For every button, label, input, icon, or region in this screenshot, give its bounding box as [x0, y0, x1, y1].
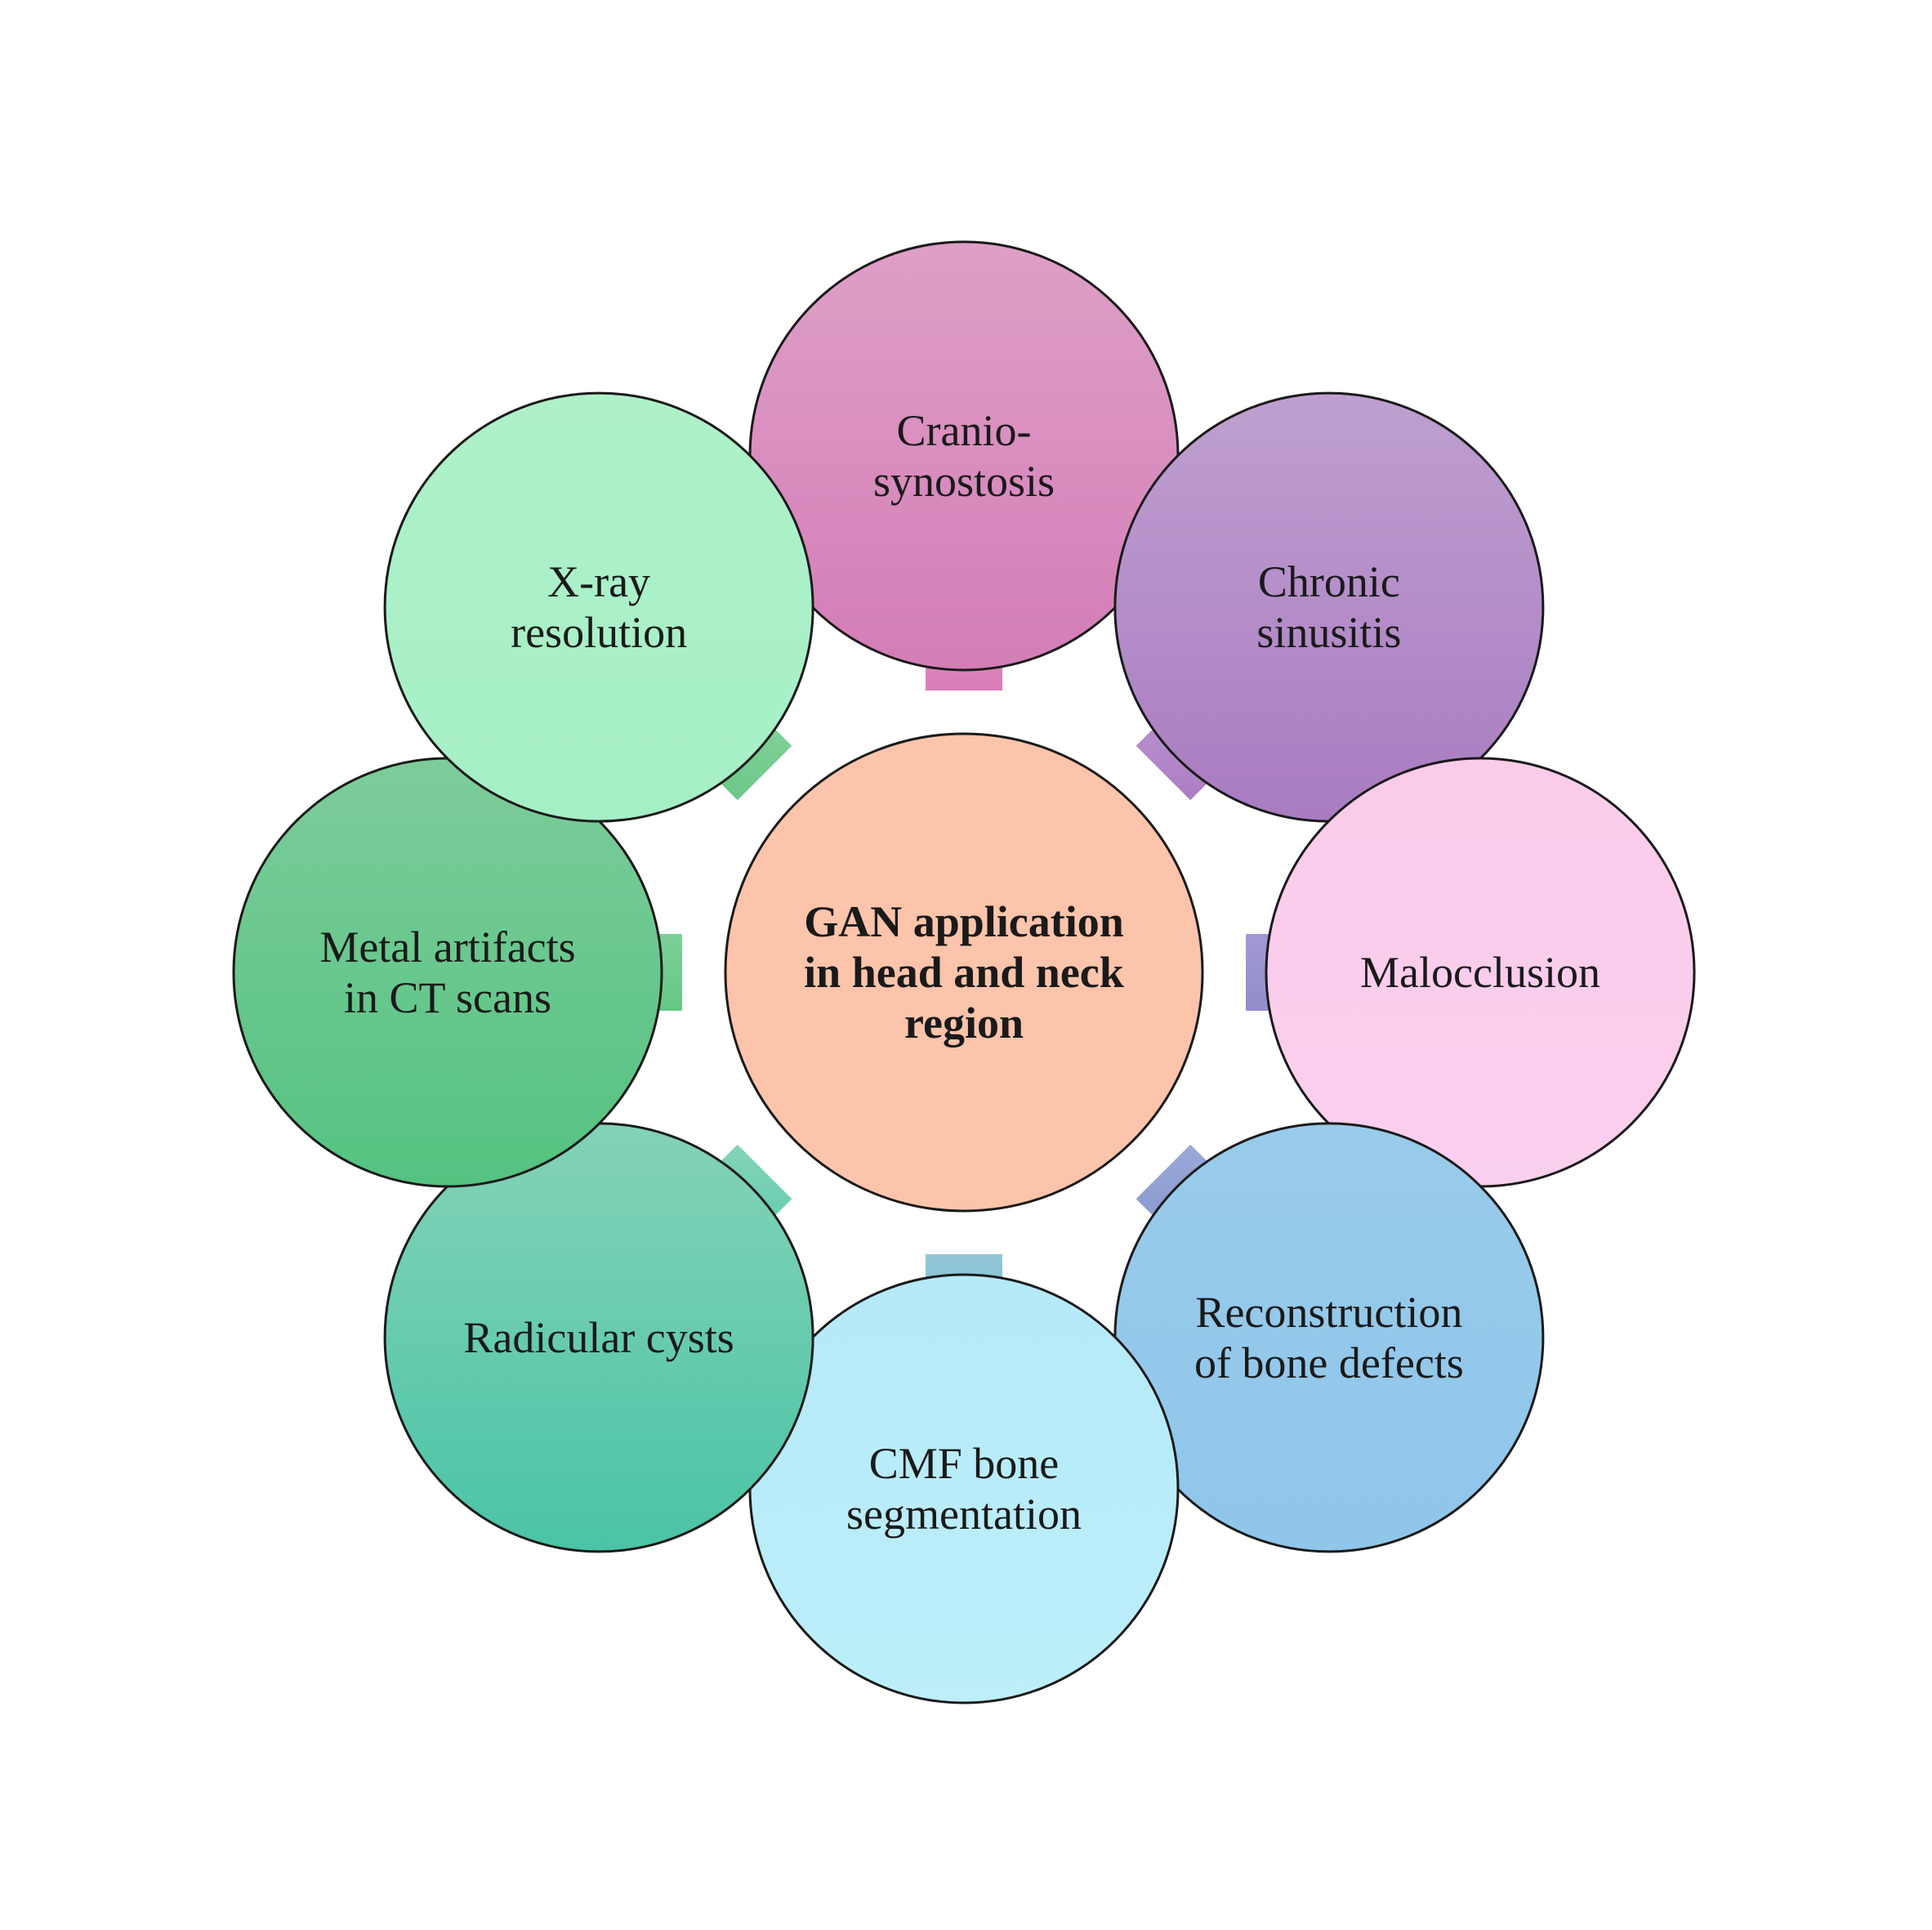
center-node-label-line: in head and neck — [804, 948, 1124, 997]
node-chronic-sinusitis-label-line: Chronic — [1258, 557, 1400, 606]
node-craniosynostosis-label-line: Cranio- — [897, 406, 1032, 455]
node-x-ray-resolution-label-line: resolution — [511, 608, 687, 657]
nodes-layer: Cranio-synostosisChronicsinusitisMaloccl… — [232, 240, 1696, 1704]
node-craniosynostosis: Cranio-synostosis — [748, 240, 1180, 672]
node-cmf-bone-segmentation-label-line: segmentation — [846, 1490, 1082, 1539]
node-reconstruction-of-bone-defects-label-line: Reconstruction — [1195, 1288, 1462, 1337]
center-node-circle — [724, 732, 1204, 1213]
center-node-label-line: GAN application — [804, 897, 1124, 946]
node-malocclusion-label-line: Malocclusion — [1360, 948, 1600, 997]
node-cmf-bone-segmentation-label-line: CMF bone — [869, 1439, 1060, 1488]
node-radicular-cysts: Radicular cysts — [383, 1122, 814, 1553]
node-metal-artifacts-in-ct-scans-label-line: in CT scans — [344, 973, 551, 1022]
node-craniosynostosis-label-line: synostosis — [873, 457, 1055, 506]
node-metal-artifacts-in-ct-scans-label-line: Metal artifacts — [319, 923, 575, 972]
node-reconstruction-of-bone-defects-label-line: of bone defects — [1194, 1338, 1464, 1387]
node-radicular-cysts-label-line: Radicular cysts — [463, 1313, 734, 1362]
node-x-ray-resolution-circle — [383, 391, 814, 823]
center-node-label-line: region — [904, 999, 1024, 1048]
node-chronic-sinusitis-label-line: sinusitis — [1256, 608, 1401, 657]
node-x-ray-resolution-label-line: X-ray — [547, 557, 650, 606]
